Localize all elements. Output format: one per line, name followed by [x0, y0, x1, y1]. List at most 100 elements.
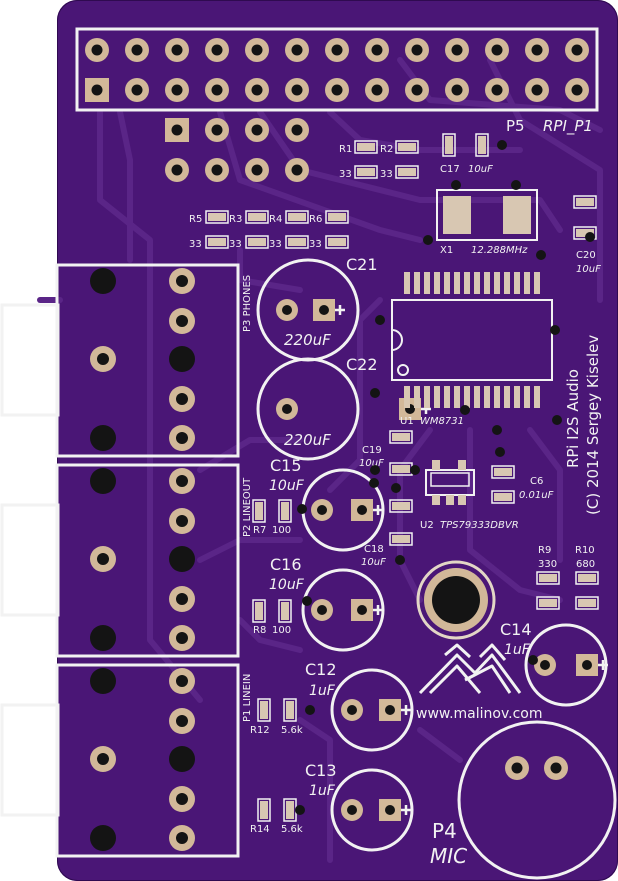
c19-value: 10uF [359, 458, 384, 469]
c18-value: 10uF [361, 557, 386, 568]
smd-outline [573, 195, 597, 209]
pin-drill [531, 44, 543, 56]
pin-drill [491, 84, 503, 96]
pin-drill [251, 124, 263, 136]
pin-drill [291, 164, 303, 176]
c6-value: 0.01uF [519, 490, 554, 501]
r10-value: 680 [576, 559, 595, 570]
r14-value: 5.6k [281, 824, 303, 835]
ic-pin [464, 272, 470, 294]
pin-drill [251, 164, 263, 176]
pin-drill [357, 505, 367, 515]
c16-value: 10uF [269, 577, 305, 593]
smd-outline [536, 596, 560, 610]
via [302, 596, 312, 606]
jack-hole [169, 546, 195, 572]
via [395, 555, 405, 565]
smd-pad [286, 801, 294, 819]
board-title: RPi I2S Audio [564, 369, 582, 468]
smd-pad [281, 602, 289, 620]
c13-ref: C13 [305, 761, 337, 780]
c17-value: 10uF [468, 164, 493, 175]
p4-name: MIC [430, 844, 467, 868]
smd-outline [354, 165, 378, 179]
smd-outline [475, 133, 489, 157]
pin-drill [176, 593, 188, 605]
pin-drill [171, 164, 183, 176]
smd-outline [442, 133, 456, 157]
via [552, 415, 562, 425]
smd-outline [257, 798, 271, 822]
smd-pad [328, 213, 346, 221]
jack-p3 [0, 263, 240, 458]
c21-value: 220uF [284, 331, 331, 349]
pin-drill [211, 84, 223, 96]
ic-pin [404, 386, 410, 408]
r9-ref: R9 [538, 545, 551, 556]
c17-ref: C17 [440, 164, 460, 175]
c15-value: 10uF [269, 478, 305, 494]
smd-outline [573, 226, 597, 240]
jack-hole [90, 425, 116, 451]
ic-pin [504, 386, 510, 408]
ic-pin [534, 272, 540, 294]
smd-pad [578, 574, 596, 582]
smd-outline [252, 599, 266, 623]
jack-hole [169, 746, 195, 772]
codec-u1 [391, 272, 553, 408]
r7-value: 100 [272, 525, 291, 536]
smd-outline [395, 165, 419, 179]
ic-pin [414, 272, 420, 294]
via [369, 478, 379, 488]
pin-drill [97, 353, 109, 365]
r12-ref: R12 [250, 725, 270, 736]
smd-pad [478, 136, 486, 154]
via [391, 483, 401, 493]
pin-drill [176, 275, 188, 287]
via [370, 465, 380, 475]
pin-drill [491, 44, 503, 56]
pin-drill [131, 84, 143, 96]
smd-outline [325, 235, 349, 249]
smd-outline [285, 235, 309, 249]
smd-pad [208, 213, 226, 221]
pin-drill [451, 44, 463, 56]
pin-drill [211, 124, 223, 136]
ic-pin [434, 272, 440, 294]
smd-outline [491, 465, 515, 479]
via [305, 705, 315, 715]
c14-ref: C14 [500, 620, 532, 639]
pin-drill [282, 404, 292, 414]
polarity-plus-icon [598, 660, 608, 670]
x1-ref: X1 [440, 245, 453, 256]
c14-value: 1uF [504, 642, 531, 658]
via [297, 504, 307, 514]
pin-drill [451, 84, 463, 96]
ic-pin [444, 386, 450, 408]
c20-value: 10uF [576, 264, 601, 275]
polarity-plus-icon [401, 805, 411, 815]
pin-drill [176, 393, 188, 405]
u2-ref: U2 [420, 520, 434, 531]
smd-pad [392, 502, 410, 510]
ic-pin [494, 272, 500, 294]
ic-pin [474, 272, 480, 294]
pin-drill [540, 660, 550, 670]
pin-drill [357, 605, 367, 615]
polarity-plus-icon [373, 505, 383, 515]
smd-pad [494, 493, 512, 501]
pin-drill [171, 44, 183, 56]
ic-pin [484, 386, 490, 408]
polarity-plus-icon [335, 305, 345, 315]
copper-traces [37, 57, 603, 863]
ic-pin [414, 386, 420, 408]
smd-pad [392, 465, 410, 473]
pin-drill [291, 124, 303, 136]
jack-hole [169, 346, 195, 372]
pin-drill [251, 84, 263, 96]
r1-ref: R1 [339, 144, 352, 155]
smd-pad [255, 602, 263, 620]
url-text: www.malinov.com [416, 706, 543, 722]
ic-pin [514, 272, 520, 294]
